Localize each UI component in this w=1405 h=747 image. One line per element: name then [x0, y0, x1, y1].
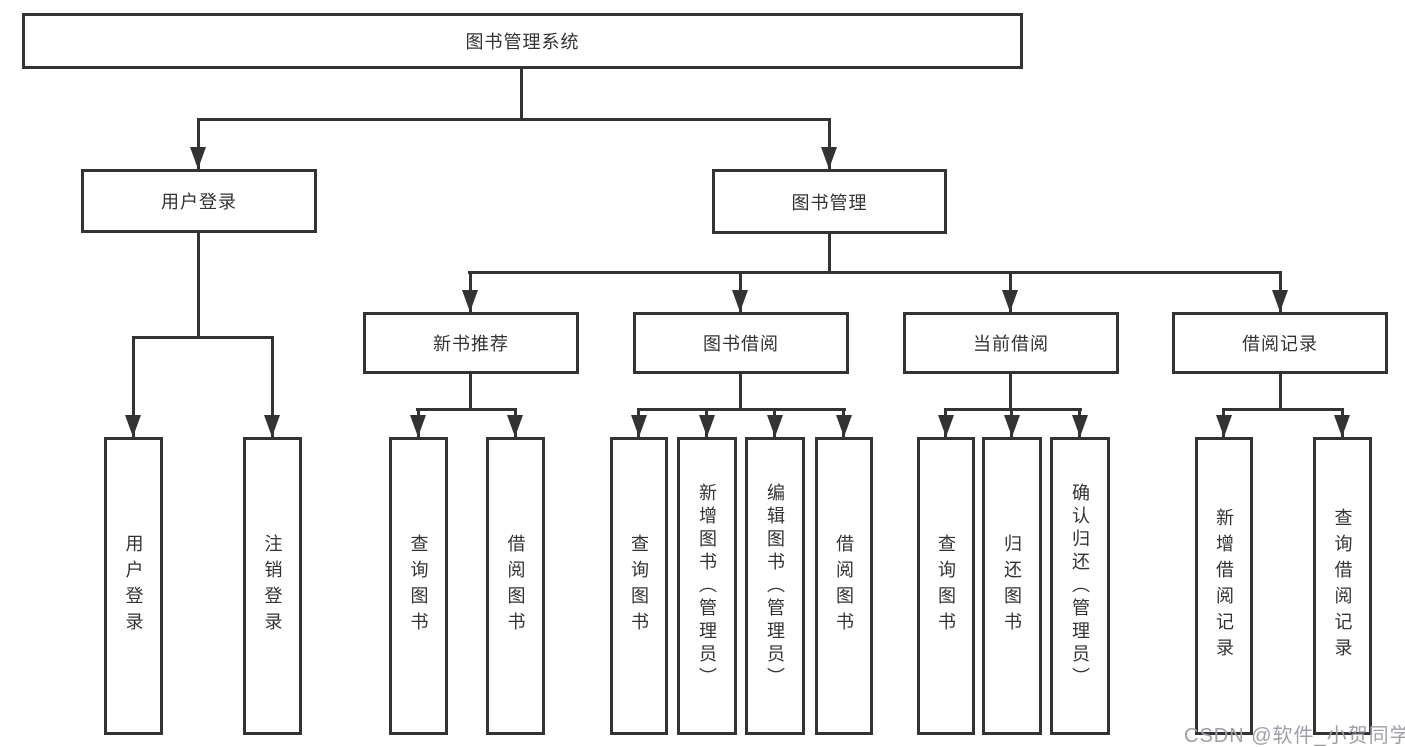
leaf-label: 确认归还（管理员） — [1070, 482, 1090, 690]
leaf-br-add-record: 新增借阅记录 — [1195, 437, 1253, 735]
leaf-label: 查询图书 — [936, 534, 956, 638]
connector-book-management-drop — [828, 234, 831, 273]
leaf-br-query-record: 查询借阅记录 — [1313, 437, 1372, 735]
node-borrowing-records: 借阅记录 — [1172, 312, 1388, 374]
csdn-watermark: CSDN @软件_小贺同学 — [1184, 725, 1405, 747]
arrowhead-nbr-borrow — [507, 415, 523, 437]
arrowhead-bb-edit — [767, 415, 783, 437]
leaf-logout: 注销登录 — [243, 437, 302, 735]
arrowhead-bb-add — [699, 415, 715, 437]
node-new-book-recommendation: 新书推荐 — [363, 312, 579, 374]
node-current-borrowing: 当前借阅 — [903, 312, 1119, 374]
connector-level2-bus — [197, 118, 831, 121]
node-book-management: 图书管理 — [712, 169, 947, 234]
connector-to-leaf-user-login — [132, 339, 135, 437]
leaf-label: 新增图书（管理员） — [697, 482, 717, 690]
arrowhead-bb-borrow — [836, 415, 852, 437]
leaf-bb-edit-books-admin: 编辑图书（管理员） — [745, 437, 805, 735]
arrowhead-cb-query — [938, 415, 954, 437]
node-label: 借阅记录 — [1242, 334, 1318, 354]
connector-to-leaf-logout — [271, 339, 274, 437]
connector-user-login-bus — [132, 336, 274, 339]
leaf-label: 编辑图书（管理员） — [765, 482, 785, 690]
arrowhead-user-login — [190, 147, 206, 169]
arrowhead-new-book-rec — [462, 290, 478, 312]
arrowhead-current-borrow — [1002, 290, 1018, 312]
leaf-nbr-borrow-books: 借阅图书 — [486, 437, 545, 735]
node-label: 用户登录 — [161, 192, 237, 212]
arrowhead-br-add — [1216, 415, 1232, 437]
leaf-bb-add-books-admin: 新增图书（管理员） — [677, 437, 737, 735]
leaf-user-login: 用户登录 — [104, 437, 163, 735]
arrowhead-cb-confirm — [1072, 415, 1088, 437]
connector-book-borrow-bus — [637, 408, 846, 411]
node-label: 图书管理 — [791, 192, 868, 213]
node-book-borrowing: 图书借阅 — [633, 312, 849, 374]
leaf-label: 新增借阅记录 — [1214, 508, 1234, 664]
arrowhead-br-query — [1334, 415, 1350, 437]
connector-root-drop — [520, 68, 523, 120]
connector-to-book-management — [828, 120, 831, 169]
arrowhead-book-borrow — [732, 290, 748, 312]
leaf-nbr-query-books: 查询图书 — [389, 437, 448, 735]
arrowhead-nbr-query — [410, 415, 426, 437]
leaf-label: 查询借阅记录 — [1332, 508, 1353, 664]
arrowhead-book-management — [821, 147, 837, 169]
node-label: 图书借阅 — [703, 334, 779, 354]
node-label: 图书管理系统 — [465, 32, 580, 52]
leaf-label: 注销登录 — [262, 534, 283, 638]
leaf-bb-query-books: 查询图书 — [610, 437, 668, 735]
leaf-cb-return-books: 归还图书 — [982, 437, 1042, 735]
connector-level3-bus — [468, 271, 1282, 274]
connector-to-user-login — [197, 120, 200, 169]
leaf-label: 查询图书 — [629, 534, 649, 638]
connector-new-book-rec-drop — [469, 374, 472, 410]
node-label: 当前借阅 — [973, 334, 1049, 354]
connector-new-book-rec-bus — [416, 408, 517, 411]
leaf-label: 借阅图书 — [834, 534, 854, 638]
connector-book-borrow-drop — [739, 374, 742, 410]
arrowhead-bb-query — [631, 415, 647, 437]
arrowhead-leaf-logout — [264, 415, 280, 437]
connector-current-borrow-bus — [944, 408, 1082, 411]
arrowhead-borrow-records — [1272, 290, 1288, 312]
node-label: 新书推荐 — [433, 334, 509, 354]
leaf-cb-confirm-return-admin: 确认归还（管理员） — [1050, 437, 1110, 735]
connector-user-login-drop — [197, 233, 200, 338]
leaf-label: 归还图书 — [1002, 534, 1022, 638]
leaf-label: 查询图书 — [408, 534, 429, 638]
leaf-label: 用户登录 — [123, 534, 144, 638]
connector-current-borrow-drop — [1009, 374, 1012, 410]
node-user-login: 用户登录 — [81, 169, 317, 233]
leaf-bb-borrow-books: 借阅图书 — [815, 437, 873, 735]
node-library-management-system: 图书管理系统 — [22, 13, 1023, 69]
connector-borrow-records-drop — [1279, 374, 1282, 410]
connector-borrow-records-bus — [1222, 408, 1344, 411]
arrowhead-cb-return — [1004, 415, 1020, 437]
leaf-cb-query-books: 查询图书 — [917, 437, 975, 735]
arrowhead-leaf-user-login — [125, 415, 141, 437]
leaf-label: 借阅图书 — [505, 534, 526, 638]
